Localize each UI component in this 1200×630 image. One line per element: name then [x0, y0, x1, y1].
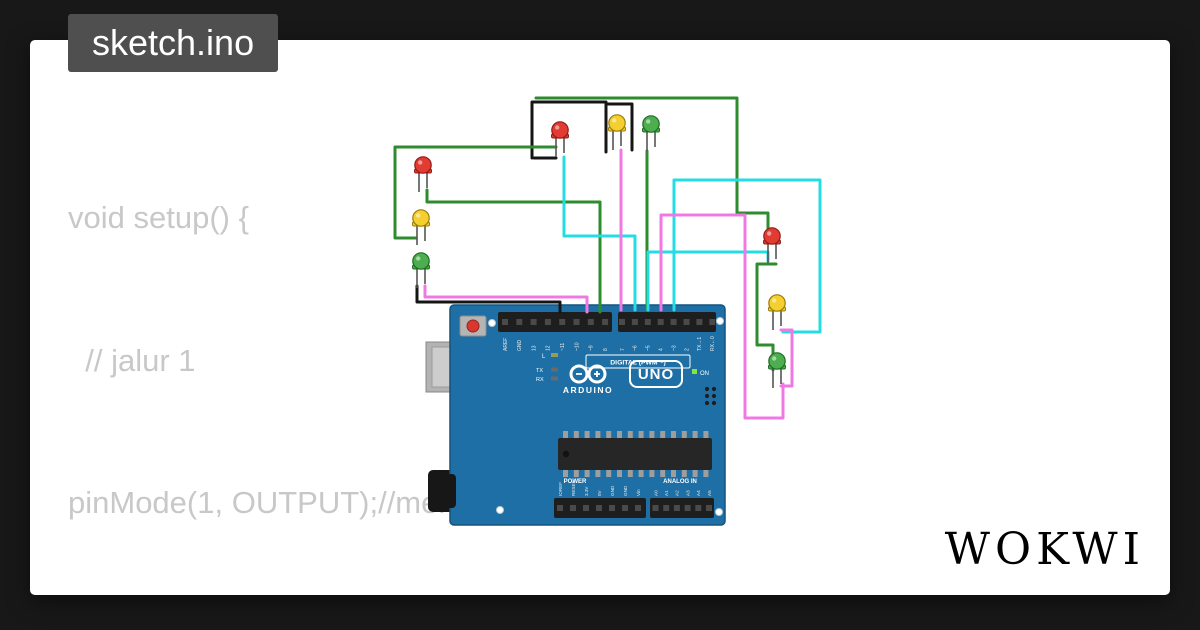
analog-header: [650, 498, 714, 518]
svg-text:~5: ~5: [646, 345, 652, 351]
wire-cyan-1: [672, 178, 822, 334]
tx-led: [551, 367, 558, 372]
led-yellow: [608, 114, 626, 150]
arduino-infinity-logo-icon: [569, 364, 607, 384]
svg-text:RX←0: RX←0: [710, 336, 716, 351]
wire-green-1: [534, 96, 770, 234]
svg-text:Vin: Vin: [636, 489, 641, 496]
led-green: [642, 115, 660, 151]
digital-caption-box: [585, 354, 691, 369]
uno-label: UNO: [638, 366, 674, 383]
code-line: // jalur 1: [68, 342, 196, 378]
preview-card: void setup() { // jalur 1 pinMode(1, OUT…: [30, 14, 1170, 595]
sketch-tab[interactable]: sketch.ino: [68, 14, 279, 72]
led-red: [763, 227, 781, 263]
digital-header-b: [618, 312, 716, 332]
led-green: [412, 252, 430, 288]
power-jack-barrel: [428, 474, 456, 508]
power-pin-labels: IOREF RESET 3.3V 5V GND GND Vin: [558, 480, 641, 496]
leds: [412, 114, 786, 388]
analog-caption: ANALOG IN: [663, 479, 697, 485]
svg-text:IOREF: IOREF: [558, 482, 563, 496]
wokwi-logo: WOKWI: [944, 524, 1145, 575]
on-led: [692, 369, 697, 374]
digital-header-a: [498, 312, 612, 332]
l-led: [551, 353, 558, 357]
svg-text:A0: A0: [653, 490, 658, 496]
wire-magenta-4: [779, 328, 794, 388]
wire-cyan-2: [646, 250, 770, 312]
power-caption: POWER: [564, 479, 587, 485]
rx-label: RX: [536, 377, 544, 383]
svg-text:5V: 5V: [597, 489, 602, 496]
svg-text:GND: GND: [517, 340, 523, 352]
wire-magenta-3: [659, 213, 785, 420]
power-pins: [557, 505, 641, 511]
analog-pin-labels: A0 A1 A2 A3 A4 A5: [653, 490, 712, 496]
circuit-canvas: AREF GND 13 12 ~11 ~10 ~9 8 7 ~6 ~5 4 ~3 2 TX→1 RX←0 I…: [393, 96, 822, 526]
wire-cyan-3: [562, 155, 637, 312]
led-yellow: [412, 209, 430, 245]
tx-label: TX: [536, 368, 543, 374]
svg-text:GND: GND: [623, 485, 628, 496]
svg-text:~10: ~10: [574, 342, 580, 351]
l-led-label: L: [542, 354, 546, 360]
svg-text:13: 13: [531, 345, 537, 351]
wire-green-2: [393, 145, 558, 240]
rx-led: [551, 376, 558, 381]
analog-pins: [652, 505, 712, 511]
digital-caption: DIGITAL (PWM ~): [610, 360, 665, 367]
digital-pins-a: [502, 319, 609, 325]
wire-green-3: [425, 188, 602, 314]
mounting-holes: [488, 317, 724, 516]
svg-text:2: 2: [684, 348, 690, 351]
chip-notch: [562, 450, 570, 458]
svg-text:TX→1: TX→1: [697, 337, 703, 351]
arduino-uno-board: AREF GND 13 12 ~11 ~10 ~9 8 7 ~6 ~5 4 ~3 2 TX→1 RX←0 I…: [425, 304, 726, 526]
code-line: void setup() {: [68, 200, 249, 235]
led-red: [414, 156, 432, 192]
on-label: ON: [700, 371, 709, 377]
svg-text:AREF: AREF: [503, 338, 509, 351]
digital-pins-b: [619, 319, 716, 325]
svg-text:8: 8: [603, 348, 609, 351]
svg-text:GND: GND: [610, 485, 615, 496]
arduino-brand-label: ARDUINO: [563, 385, 613, 395]
atmega-chip: [558, 438, 712, 470]
svg-text:A4: A4: [696, 490, 701, 496]
wire-black-4: [415, 284, 562, 314]
reset-button: [466, 319, 480, 333]
svg-text:~3: ~3: [671, 345, 677, 351]
uno-box: [629, 360, 683, 388]
svg-text:4: 4: [659, 348, 665, 351]
svg-text:12: 12: [546, 345, 552, 351]
chip-legs: [563, 431, 709, 477]
wire-magenta-1: [423, 284, 589, 314]
digital-pin-labels-a: AREF GND 13 12 ~11 ~10 ~9 8: [503, 338, 609, 351]
led-green: [768, 352, 786, 388]
svg-text:RESET: RESET: [571, 480, 576, 496]
svg-text:7: 7: [620, 348, 626, 351]
svg-text:3.3V: 3.3V: [584, 486, 589, 496]
wire-black-1: [530, 100, 608, 160]
led-yellow: [768, 294, 786, 330]
svg-text:A1: A1: [664, 490, 669, 496]
svg-text:~6: ~6: [633, 345, 639, 351]
svg-text:A3: A3: [685, 490, 690, 496]
digital-pin-labels-b: 7 ~6 ~5 4 ~3 2 TX→1 RX←0: [620, 336, 716, 351]
icsp-header: [704, 386, 717, 406]
svg-text:~11: ~11: [560, 343, 566, 351]
svg-text:~9: ~9: [589, 345, 595, 351]
led-red: [551, 121, 569, 157]
svg-text:A2: A2: [675, 490, 680, 496]
wire-black-2: [606, 102, 634, 152]
svg-text:A5: A5: [707, 490, 712, 496]
